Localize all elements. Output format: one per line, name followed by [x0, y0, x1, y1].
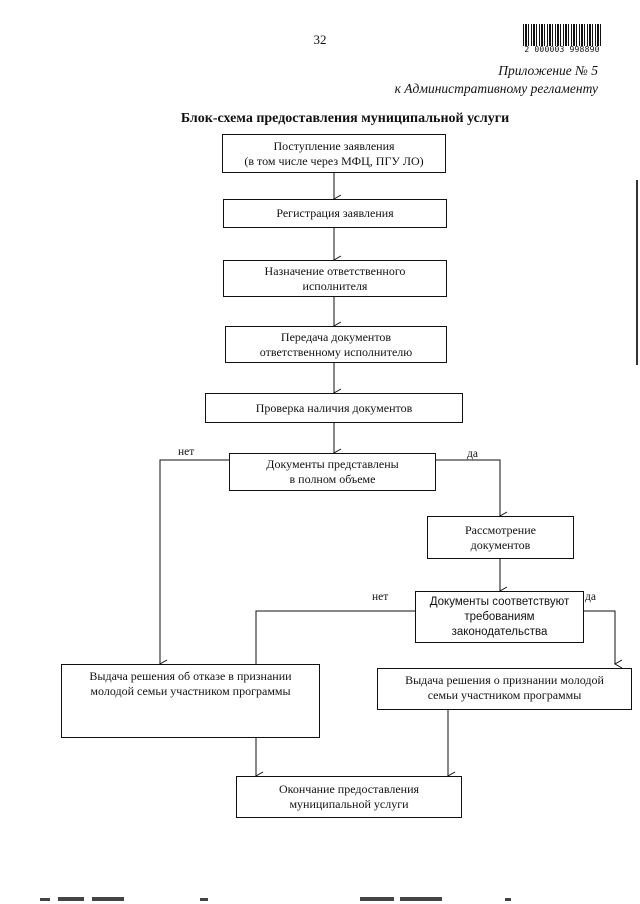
- flowchart-title: Блок-схема предоставления муниципальной …: [180, 111, 510, 126]
- node-end: Окончание предоставления муниципальной у…: [236, 776, 462, 818]
- label-yes-compliance: да: [585, 591, 596, 603]
- node-assign-line1: Назначение ответственного: [264, 263, 406, 278]
- node-receipt-line1: Поступление заявления: [273, 138, 395, 153]
- node-complete-line2: в полном объеме: [289, 472, 376, 486]
- node-refusal: Выдача решения об отказе в признании мол…: [61, 664, 320, 738]
- node-approval-line2: семьи участником программы: [427, 688, 582, 702]
- node-end-line2: муниципальной услуги: [289, 797, 409, 811]
- edge-compliance-no-approval: [255, 610, 415, 668]
- barcode: 2 000003 998890: [523, 24, 601, 54]
- scan-edge-mark: [636, 180, 638, 365]
- node-compliance: Документы соответствуют требованиям зако…: [415, 591, 584, 643]
- node-compliance-line1: Документы соответствуют: [429, 595, 570, 608]
- node-transfer-line1: Передача документов: [280, 329, 392, 344]
- node-review: Рассмотрение документов: [427, 516, 574, 559]
- node-check-line1: Проверка наличия документов: [255, 400, 413, 415]
- edge-complete-yes-review: [436, 459, 508, 521]
- page-number: 32: [313, 32, 327, 47]
- label-yes-complete: да: [467, 448, 478, 460]
- node-approval: Выдача решения о признании молодой семьи…: [377, 668, 632, 710]
- node-end-line1: Окончание предоставления: [278, 782, 420, 796]
- node-transfer: Передача документов ответственному испол…: [225, 326, 447, 363]
- node-refusal-line1: Выдача решения об отказе в признании: [89, 669, 292, 683]
- node-registration: Регистрация заявления: [223, 199, 447, 228]
- node-receipt-line2: (в том числе через МФЦ, ПГУ ЛО): [244, 153, 424, 168]
- node-complete-line1: Документы представлены: [266, 457, 399, 471]
- node-assign-line2: исполнителя: [302, 278, 368, 293]
- node-check: Проверка наличия документов: [205, 393, 463, 423]
- node-refusal-line2: молодой семьи участником программы: [90, 684, 291, 698]
- node-review-line1: Рассмотрение: [465, 522, 536, 537]
- edge-complete-no-refusal: [158, 459, 229, 669]
- label-no-complete: нет: [178, 446, 195, 458]
- node-review-line2: документов: [470, 537, 531, 552]
- barcode-number: 2 000003 998890: [524, 45, 600, 54]
- node-transfer-line2: ответственному исполнителю: [259, 344, 413, 359]
- scan-bleed-marks: [40, 897, 511, 901]
- appendix-reference: к Административному регламенту: [394, 81, 598, 96]
- node-complete: Документы представлены в полном объеме: [229, 453, 436, 491]
- node-compliance-line3: законодательства: [451, 625, 548, 638]
- node-receipt: Поступление заявления (в том числе через…: [222, 134, 446, 173]
- node-assign: Назначение ответственного исполнителя: [223, 260, 447, 297]
- node-approval-line1: Выдача решения о признании молодой: [405, 673, 604, 687]
- label-no-compliance: нет: [372, 591, 389, 603]
- node-compliance-line2: требованиям: [464, 610, 535, 623]
- node-registration-line1: Регистрация заявления: [276, 206, 394, 220]
- appendix-number: Приложение № 5: [498, 63, 598, 78]
- barcode-bars: [523, 24, 601, 46]
- edge-compliance-yes-approval: [584, 610, 623, 669]
